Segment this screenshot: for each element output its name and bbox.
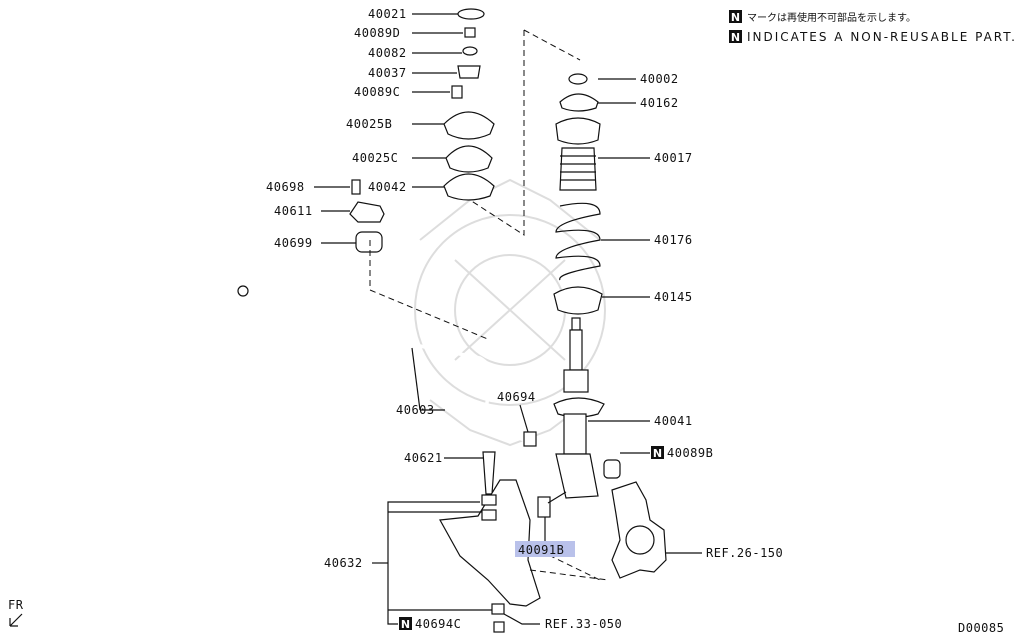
front-marker: FR	[8, 598, 24, 627]
part-40089d-nut	[464, 27, 476, 38]
part-labels: 40021 40089D 40082 40037 40089C 40025B 4…	[266, 7, 713, 631]
part-40037-bushing	[457, 65, 481, 79]
notice-japanese: マークは再使用不可部品を示します。	[747, 11, 916, 24]
label-40162: 40162	[640, 96, 679, 110]
lower-arm	[439, 479, 541, 633]
front-arrow-icon	[9, 613, 23, 627]
label-40603: 40603	[396, 403, 435, 417]
stabilizer-end-left	[237, 285, 249, 297]
label-40017: 40017	[654, 151, 693, 165]
reference-labels: REF.26-150 REF.33-050	[545, 546, 783, 631]
diagram-id: D00085	[958, 621, 1004, 635]
notice-badge-en: N	[731, 31, 740, 44]
label-40041: 40041	[654, 414, 693, 428]
part-40091b-bolt	[537, 496, 551, 518]
badge-40694c: N	[401, 618, 410, 631]
part-40694-nut	[523, 431, 537, 447]
left-mount-stack	[443, 8, 495, 201]
part-40082-washer	[462, 46, 478, 56]
label-40699: 40699	[274, 236, 313, 250]
part-40042-insulator	[443, 173, 495, 201]
label-40042: 40042	[368, 180, 407, 194]
lower-arm-ref-nut	[493, 621, 505, 633]
label-40021: 40021	[368, 7, 407, 21]
label-40694: 40694	[497, 390, 536, 404]
label-40089d: 40089D	[354, 26, 400, 40]
strut-assembly	[537, 73, 621, 518]
part-40621-link	[482, 451, 496, 495]
label-40089c: 40089C	[354, 85, 400, 99]
label-40037: 40037	[368, 66, 407, 80]
ref-knuckle: REF.26-150	[706, 546, 783, 560]
label-40621: 40621	[404, 451, 443, 465]
lower-arm-bush-upper	[481, 494, 497, 506]
non-reusable-notice: N マークは再使用不可部品を示します。 N INDICATES A NON-RE…	[729, 10, 1017, 44]
notice-english: INDICATES A NON-REUSABLE PART.	[747, 30, 1017, 44]
label-40698: 40698	[266, 180, 305, 194]
part-40145-seat	[553, 286, 603, 315]
part-40611-bracket	[349, 201, 385, 223]
part-40698-bolt	[351, 179, 361, 195]
part-40017-bearing	[555, 117, 601, 145]
label-40082: 40082	[368, 46, 407, 60]
ref-lower-arm: REF.33-050	[545, 617, 622, 631]
label-40611: 40611	[274, 204, 313, 218]
part-40176-spring	[555, 202, 601, 281]
label-40091b: 40091B	[518, 543, 564, 557]
badge-40089b: N	[653, 447, 662, 460]
part-40089c-nut	[451, 85, 463, 99]
part-40017-boot	[559, 147, 597, 191]
label-40025b: 40025B	[346, 117, 392, 131]
part-40699-bushing	[355, 231, 383, 253]
strut-rod-top	[571, 317, 581, 331]
steering-knuckle	[611, 481, 667, 579]
part-40021-cap	[457, 8, 485, 20]
stabilizer-group	[237, 179, 537, 495]
label-40694c: 40694C	[415, 617, 461, 631]
lower-arm-body	[439, 479, 541, 607]
part-40002-cap	[568, 73, 588, 85]
label-40176: 40176	[654, 233, 693, 247]
strut-rod	[569, 329, 583, 371]
label-40002: 40002	[640, 72, 679, 86]
part-40025b-insulator	[443, 111, 495, 140]
watermark-emblem	[414, 178, 606, 447]
part-40025c-insulator	[445, 145, 493, 173]
strut-upper-body	[563, 369, 589, 393]
lower-arm-bush-lower	[481, 509, 497, 521]
leader-lines	[314, 13, 702, 625]
strut-bracket	[555, 453, 599, 499]
label-40089b: 40089B	[667, 446, 713, 460]
label-40632: 40632	[324, 556, 363, 570]
part-40089b-nut	[603, 459, 621, 479]
label-40025c: 40025C	[352, 151, 398, 165]
notice-badge-jp: N	[731, 11, 740, 24]
part-40694c-nut	[491, 603, 505, 615]
label-40145: 40145	[654, 290, 693, 304]
part-40041-strut-body	[563, 413, 587, 455]
part-40162-seat	[559, 93, 599, 112]
front-marker-label: FR	[8, 598, 24, 612]
